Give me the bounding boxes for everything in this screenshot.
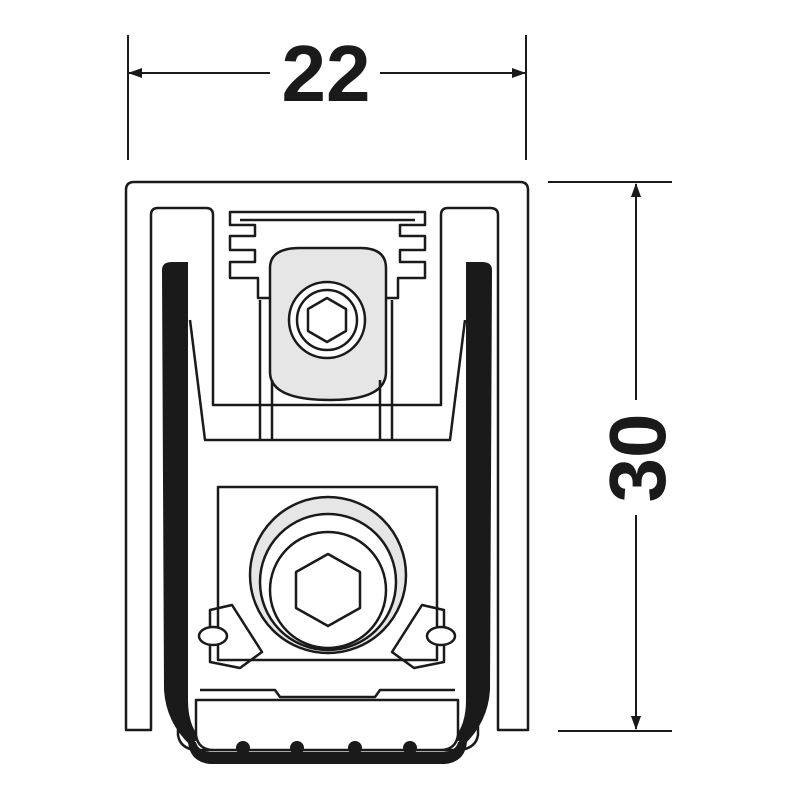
seal-strip-right (454, 262, 492, 745)
sweep-ridge-2 (290, 741, 304, 755)
inner-carrier-lip (188, 319, 467, 442)
cam-bolt-inner-ring (295, 288, 359, 352)
height-label: 30 (593, 414, 682, 503)
side-clip-right (390, 603, 446, 670)
width-dimension: 22 (127, 29, 527, 160)
outer-housing (124, 180, 530, 732)
spindle-inner (268, 530, 388, 650)
width-label: 22 (282, 29, 371, 118)
door-seal-profile (124, 180, 530, 752)
sweep-ridge-4 (403, 741, 417, 755)
sweep-ridge-3 (348, 741, 362, 755)
height-dimension: 30 (548, 181, 682, 732)
sweep-gasket-body (188, 742, 467, 764)
side-screw-left (197, 625, 229, 647)
mechanism-block (216, 485, 439, 662)
base-plate (200, 688, 455, 699)
side-clip-left (208, 603, 264, 670)
bottom-seal-lip (194, 698, 460, 752)
seal-strip-left (162, 262, 200, 745)
spindle-hex-nut-icon (294, 552, 362, 628)
sweep-ridge-1 (236, 741, 250, 755)
sweep-gasket (188, 741, 467, 764)
clamp-block (228, 210, 427, 300)
cam-hex-socket-icon (306, 296, 348, 344)
side-screw-right (425, 625, 457, 647)
